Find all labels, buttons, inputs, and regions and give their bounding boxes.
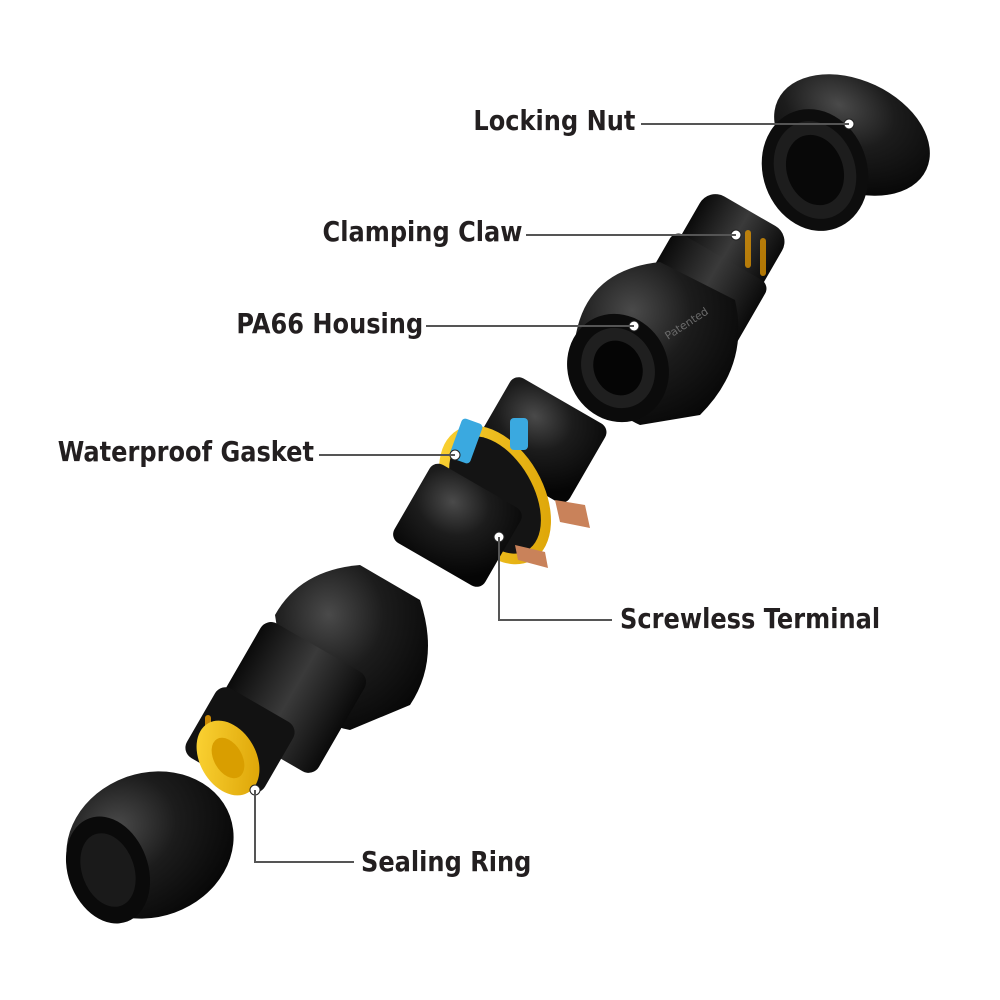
- terminal-block: [393, 377, 607, 587]
- label-waterproof-gasket: Waterproof Gasket: [57, 435, 314, 468]
- label-locking-nut: Locking Nut: [472, 104, 635, 137]
- lower-housing: [185, 565, 428, 796]
- locking-nut: [761, 74, 930, 231]
- label-clamping-claw: Clamping Claw: [322, 215, 522, 248]
- label-pa66-housing: PA66 Housing: [236, 307, 423, 340]
- sealing-nut: [65, 771, 234, 924]
- upper-housing: Patented: [567, 194, 785, 425]
- label-screwless-terminal: Screwless Terminal: [620, 602, 881, 635]
- label-sealing-ring: Sealing Ring: [361, 845, 532, 878]
- leader-lines: [254, 123, 849, 863]
